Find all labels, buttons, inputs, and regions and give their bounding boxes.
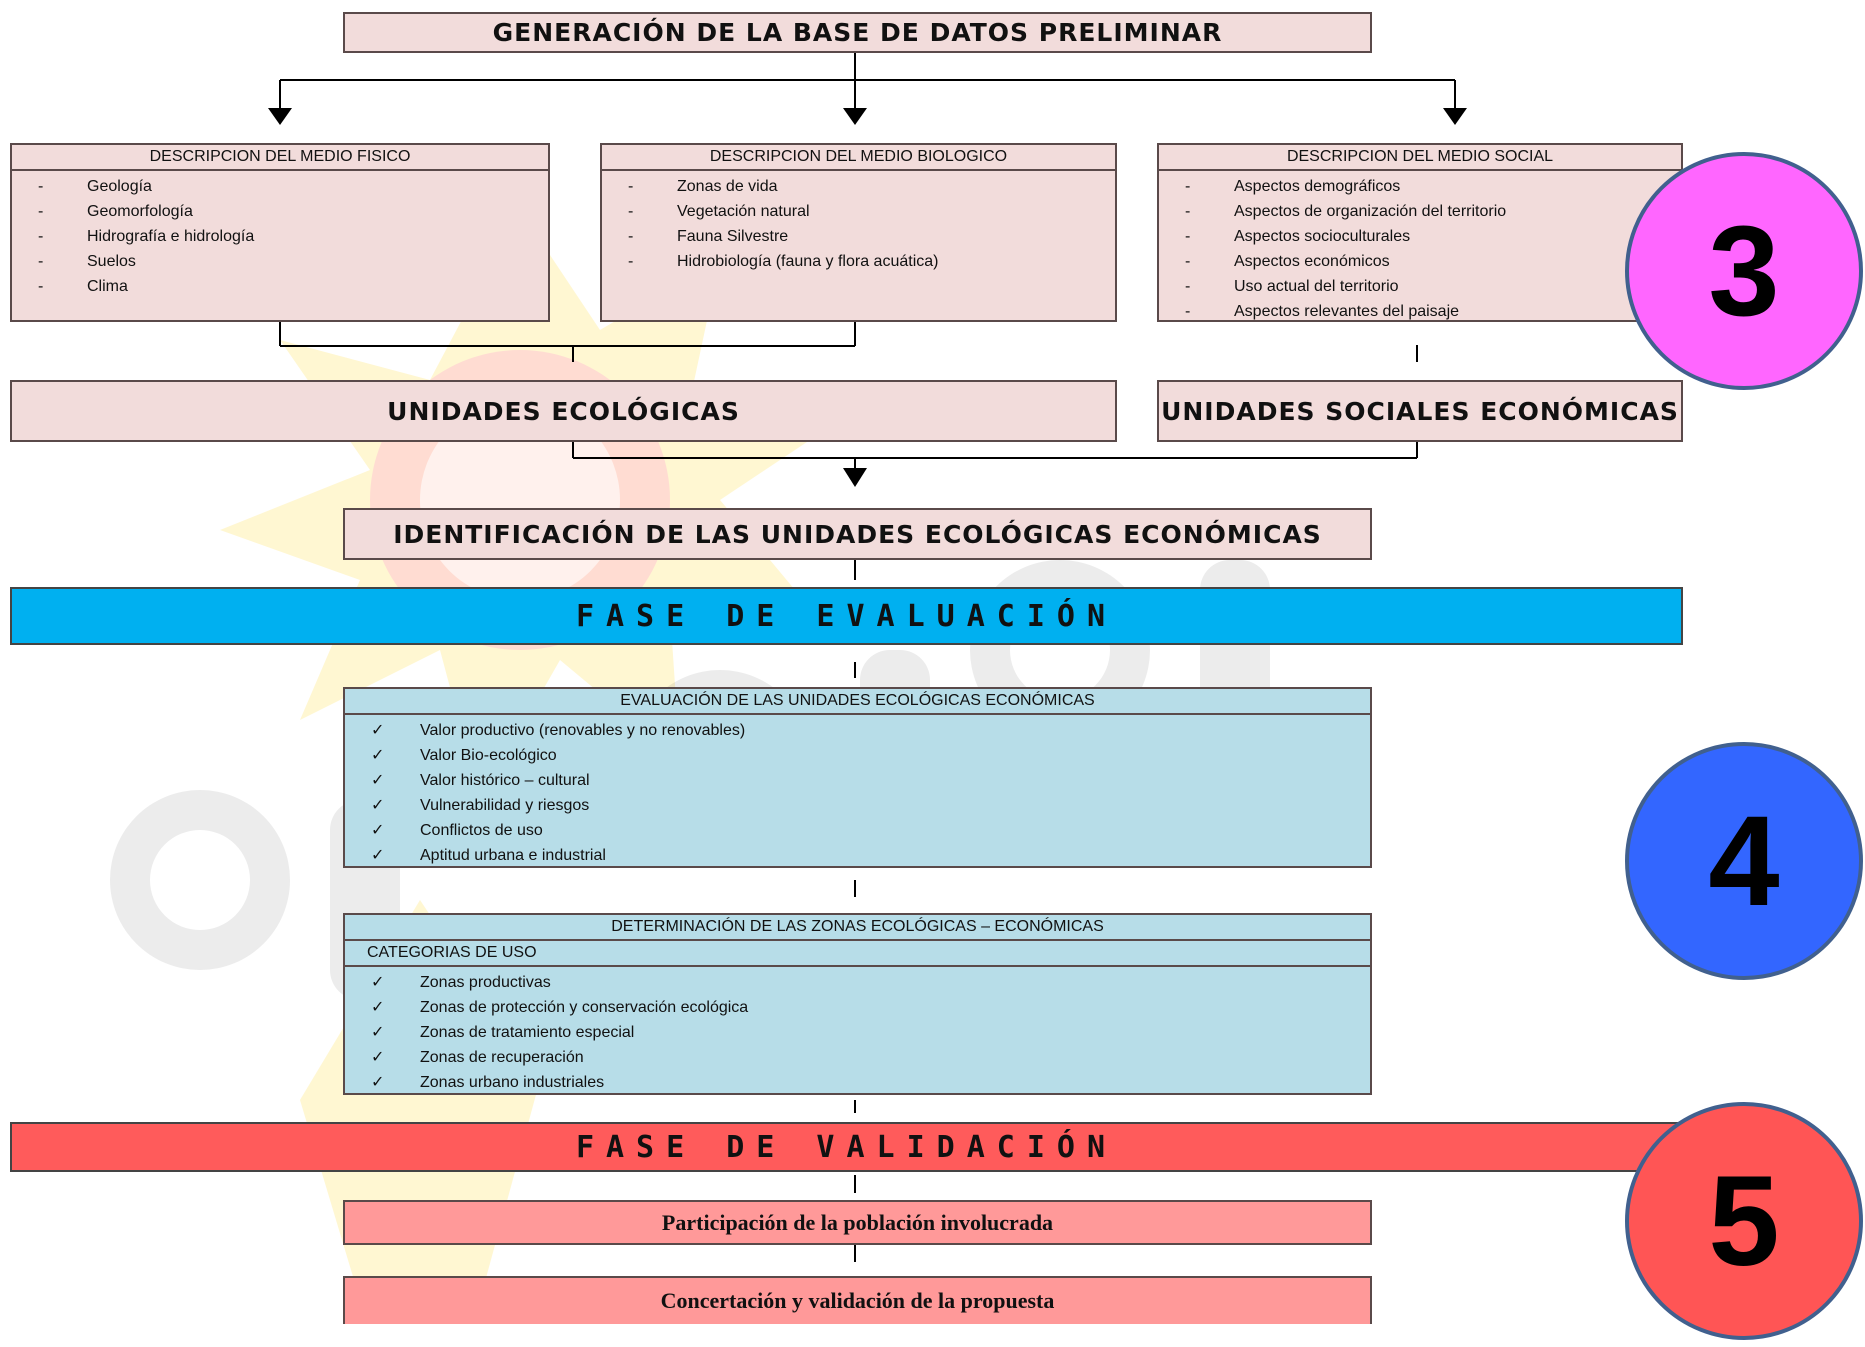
list-item: -Geomorfología bbox=[38, 203, 193, 220]
list-item: ✓Vulnerabilidad y riesgos bbox=[371, 797, 590, 814]
step-4-badge: 4 bbox=[1625, 742, 1863, 980]
list-item: -Clima bbox=[38, 278, 128, 295]
list-item: -Fauna Silvestre bbox=[628, 228, 789, 245]
list-item: ✓Valor productivo (renovables y no renov… bbox=[371, 722, 746, 739]
list-item: ✓Zonas productivas bbox=[371, 974, 551, 991]
list-item: -Aspectos económicos bbox=[1185, 253, 1390, 270]
biological-environment-header: DESCRIPCION DEL MEDIO BIOLOGICO bbox=[602, 145, 1115, 171]
social-environment-header: DESCRIPCION DEL MEDIO SOCIAL bbox=[1159, 145, 1681, 171]
list-item: -Geología bbox=[38, 178, 152, 195]
evaluation-box: EVALUACIÓN DE LAS UNIDADES ECOLÓGICAS EC… bbox=[343, 687, 1372, 868]
step-5-badge: 5 bbox=[1625, 1102, 1863, 1340]
biological-environment-box: DESCRIPCION DEL MEDIO BIOLOGICO -Zonas d… bbox=[600, 143, 1117, 322]
list-item: -Vegetación natural bbox=[628, 203, 810, 220]
physical-environment-header: DESCRIPCION DEL MEDIO FISICO bbox=[12, 145, 548, 171]
social-environment-box: DESCRIPCION DEL MEDIO SOCIAL -Aspectos d… bbox=[1157, 143, 1683, 322]
list-item: ✓Valor Bio-ecológico bbox=[371, 747, 557, 764]
step-3-badge: 3 bbox=[1625, 152, 1863, 390]
evaluation-phase-banner: FASE DE EVALUACIÓN bbox=[10, 587, 1683, 645]
list-item: ✓Zonas de recuperación bbox=[371, 1049, 584, 1066]
list-item: -Aspectos relevantes del paisaje bbox=[1185, 303, 1460, 320]
list-item: ✓Valor histórico – cultural bbox=[371, 772, 590, 789]
determination-header: DETERMINACIÓN DE LAS ZONAS ECOLÓGICAS – … bbox=[345, 915, 1370, 941]
usage-categories-subheader: CATEGORIAS DE USO bbox=[345, 941, 1370, 967]
preliminary-database-title: GENERACIÓN DE LA BASE DE DATOS PRELIMINA… bbox=[343, 12, 1372, 53]
list-item: -Hidrobiología (fauna y flora acuática) bbox=[628, 253, 939, 270]
agreement-box: Concertación y validación de la propuest… bbox=[343, 1276, 1372, 1324]
list-item: ✓Zonas de tratamiento especial bbox=[371, 1024, 635, 1041]
list-item: -Zonas de vida bbox=[628, 178, 778, 195]
determination-list: ✓Zonas productivas ✓Zonas de protección … bbox=[345, 967, 1370, 1095]
evaluation-list: ✓Valor productivo (renovables y no renov… bbox=[345, 715, 1370, 868]
list-item: -Aspectos demográficos bbox=[1185, 178, 1401, 195]
biological-environment-list: -Zonas de vida -Vegetación natural -Faun… bbox=[602, 171, 1115, 274]
list-item: -Hidrografía e hidrología bbox=[38, 228, 255, 245]
list-item: -Suelos bbox=[38, 253, 136, 270]
list-item: -Aspectos de organización del territorio bbox=[1185, 203, 1507, 220]
list-item: -Aspectos socioculturales bbox=[1185, 228, 1411, 245]
social-environment-list: -Aspectos demográficos -Aspectos de orga… bbox=[1159, 171, 1681, 324]
identification-box: IDENTIFICACIÓN DE LAS UNIDADES ECOLÓGICA… bbox=[343, 508, 1372, 560]
ecological-units-box: UNIDADES ECOLÓGICAS bbox=[10, 380, 1117, 442]
participation-box: Participación de la población involucrad… bbox=[343, 1200, 1372, 1245]
physical-environment-box: DESCRIPCION DEL MEDIO FISICO -Geología -… bbox=[10, 143, 550, 322]
validation-phase-banner: FASE DE VALIDACIÓN bbox=[10, 1122, 1683, 1172]
list-item: ✓Aptitud urbana e industrial bbox=[371, 847, 606, 864]
list-item: ✓Zonas urbano industriales bbox=[371, 1074, 605, 1091]
physical-environment-list: -Geología -Geomorfología -Hidrografía e … bbox=[12, 171, 548, 299]
evaluation-header: EVALUACIÓN DE LAS UNIDADES ECOLÓGICAS EC… bbox=[345, 689, 1370, 715]
list-item: -Uso actual del territorio bbox=[1185, 278, 1399, 295]
list-item: ✓Conflictos de uso bbox=[371, 822, 543, 839]
determination-box: DETERMINACIÓN DE LAS ZONAS ECOLÓGICAS – … bbox=[343, 913, 1372, 1095]
list-item: ✓Zonas de protección y conservación ecol… bbox=[371, 999, 749, 1016]
socioeconomic-units-box: UNIDADES SOCIALES ECONÓMICAS bbox=[1157, 380, 1683, 442]
